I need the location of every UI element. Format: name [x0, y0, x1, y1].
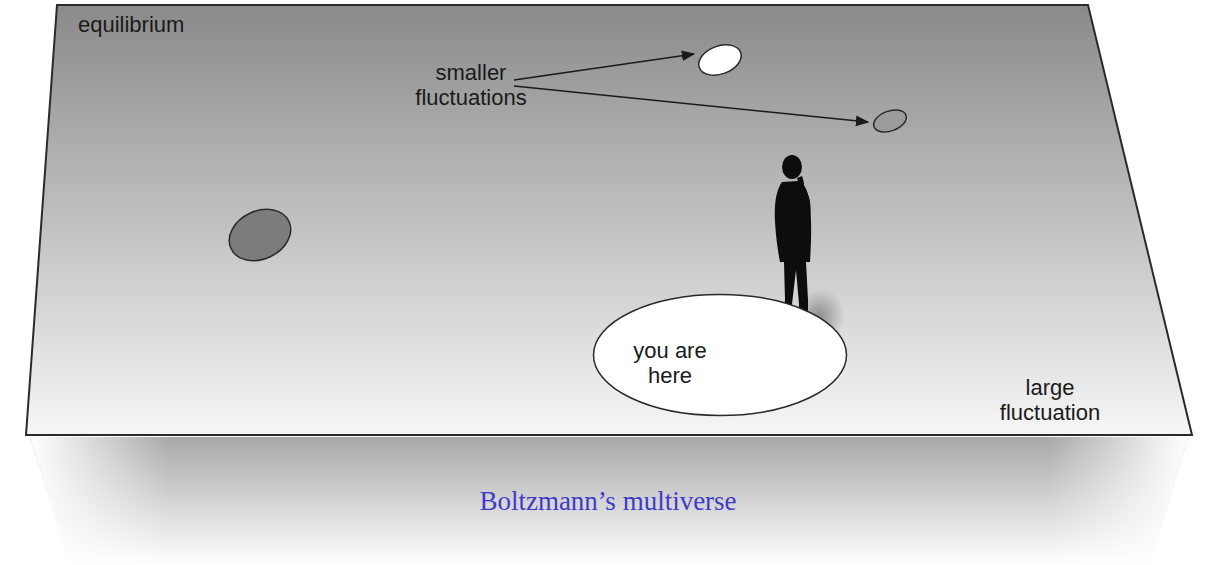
pointer-arrow	[514, 54, 694, 80]
person-arm	[793, 176, 804, 200]
ellipse-shape	[594, 295, 847, 416]
pointer-arrow	[514, 86, 868, 122]
fluctuation-ellipse	[221, 200, 299, 271]
equilibrium-plane	[26, 5, 1192, 435]
person-shadow	[782, 280, 854, 356]
fluctuation-ellipse	[871, 106, 910, 136]
person-body	[770, 181, 811, 341]
fluctuation-region: you are here	[592, 293, 848, 417]
fluctuation-ellipse	[695, 39, 746, 80]
region-label: you are here	[622, 338, 718, 388]
plane-label: equilibrium	[78, 12, 238, 37]
ellipse-outline	[592, 293, 848, 417]
plane-label: large fluctuation	[985, 375, 1115, 425]
caption: Boltzmann’s multiverse	[0, 486, 1216, 517]
person-body	[796, 180, 810, 215]
plane-label: smaller fluctuations	[405, 60, 537, 110]
person-body	[798, 186, 811, 218]
person-head	[782, 155, 802, 179]
